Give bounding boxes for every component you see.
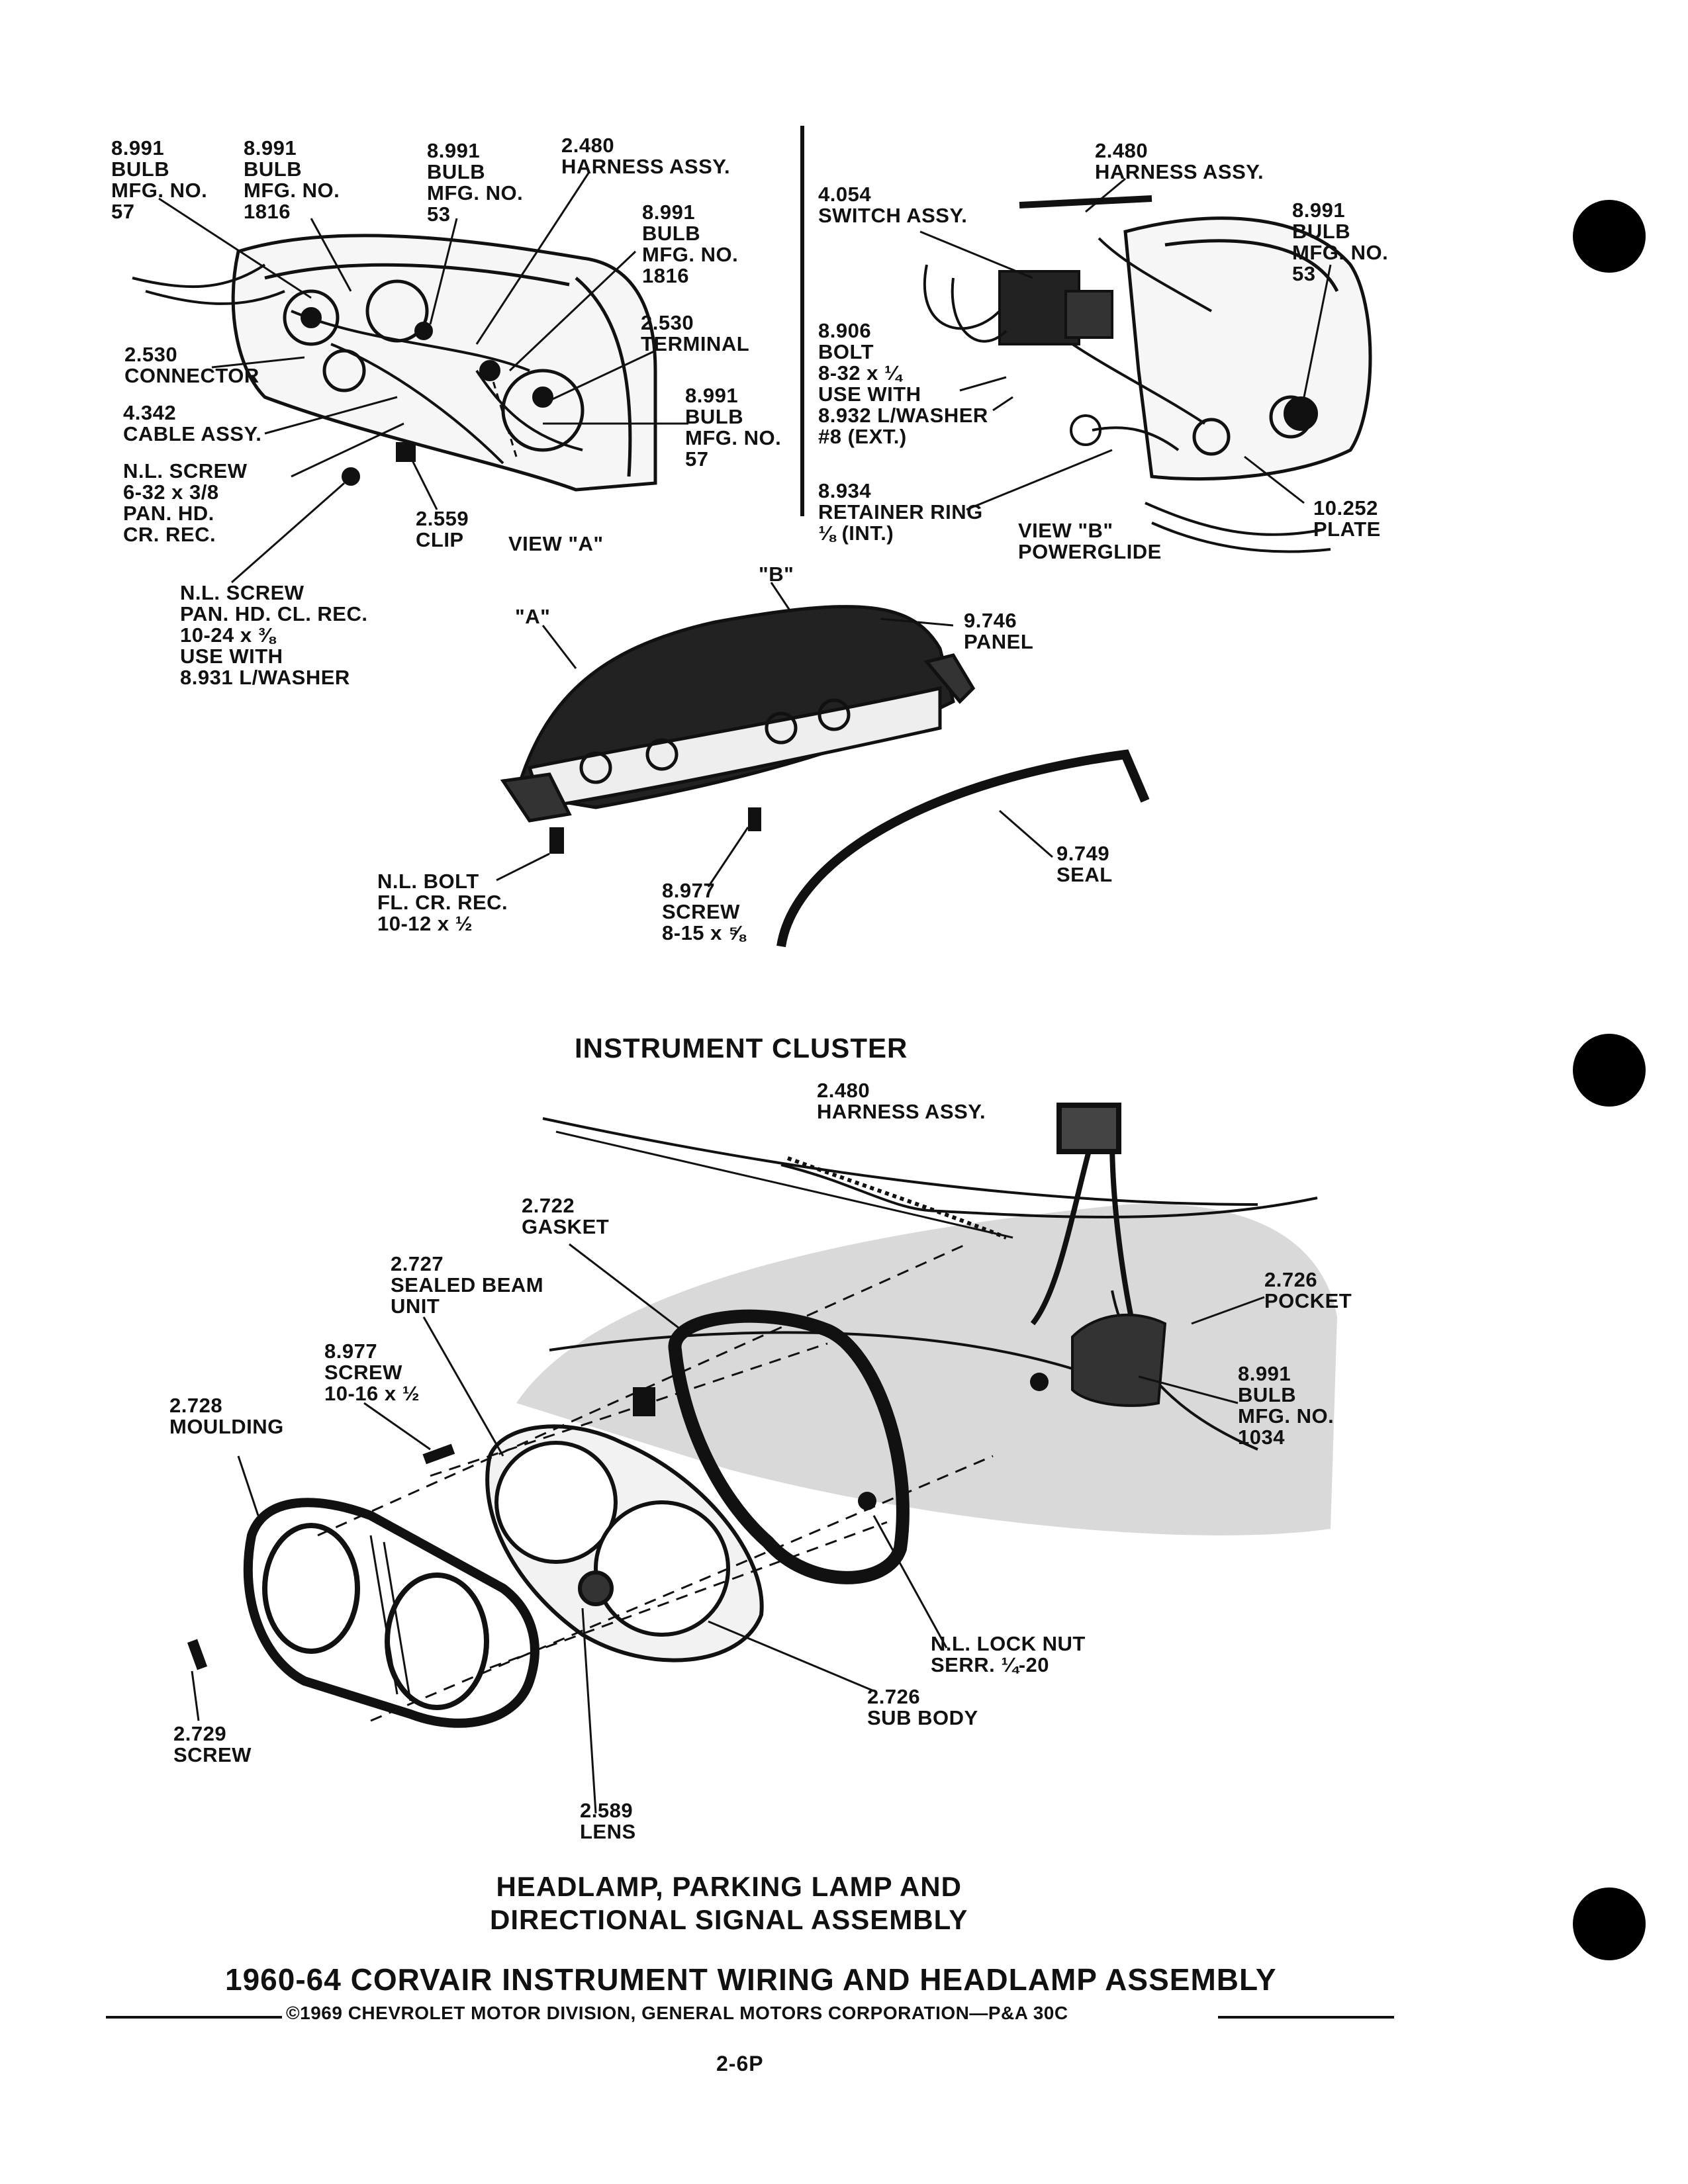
label-screw-8977-panel: 8.977 SCREW 8-15 x ⅝	[662, 879, 746, 944]
label-nl-screw-view-a: N.L. SCREW 6-32 x 3/8 PAN. HD. CR. REC.	[123, 459, 248, 546]
label-screw-8977-headlamp: 8.977 SCREW 10-16 x ½	[324, 1340, 420, 1405]
seal-strip	[776, 749, 1150, 948]
marker-b: "B"	[759, 563, 794, 586]
label-pocket: 2.726 POCKET	[1264, 1268, 1352, 1312]
instrument-cluster-title: INSTRUMENT CLUSTER	[575, 1032, 908, 1064]
label-bulb-57-b: 8.991 BULB MFG. NO. 57	[685, 384, 782, 471]
label-terminal: 2.530 TERMINAL	[641, 311, 750, 355]
view-a-wires	[132, 263, 583, 486]
label-nl-bolt: N.L. BOLT FL. CR. REC. 10-12 x ½	[377, 870, 508, 935]
label-switch-assy: 4.054 SWITCH ASSY.	[818, 183, 968, 227]
registration-dot-middle	[1573, 1034, 1646, 1107]
view-b-switch	[923, 195, 1331, 553]
copyright-line: ©1969 CHEVROLET MOTOR DIVISION, GENERAL …	[286, 2003, 1068, 2023]
label-gasket: 2.722 GASKET	[522, 1194, 610, 1238]
headlamp-hardware	[187, 1373, 1049, 1670]
instrument-panel	[500, 605, 976, 823]
label-cable-assy: 4.342 CABLE ASSY.	[123, 401, 262, 445]
label-sub-body: 2.726 SUB BODY	[867, 1685, 978, 1729]
label-bulb-1034: 8.991 BULB MFG. NO. 1034	[1238, 1362, 1335, 1449]
label-panel: 9.746 PANEL	[964, 609, 1034, 653]
label-sealed-beam: 2.727 SEALED BEAM UNIT	[391, 1252, 544, 1318]
label-connector: 2.530 CONNECTOR	[124, 343, 259, 387]
footer-rule-right	[1218, 2016, 1394, 2019]
pocket	[1071, 1313, 1167, 1407]
label-bulb-53-view-a: 8.991 BULB MFG. NO. 53	[427, 139, 524, 226]
label-lock-nut: N.L. LOCK NUT SERR. ¼-20	[931, 1632, 1086, 1676]
panel-hardware	[549, 807, 761, 854]
headlamp-leaders	[191, 1130, 1265, 1814]
view-a-caption: VIEW "A"	[508, 532, 604, 555]
view-b-caption: VIEW "B" POWERGLIDE	[1018, 519, 1162, 563]
fender-body	[516, 1204, 1337, 1535]
headlamp-title: HEADLAMP, PARKING LAMP AND DIRECTIONAL S…	[490, 1870, 968, 1936]
label-harness-view-a: 2.480 HARNESS ASSY.	[561, 134, 731, 178]
label-nl-screw-pan: N.L. SCREW PAN. HD. CL. REC. 10-24 x ⅜ U…	[180, 581, 368, 689]
label-bulb-53-view-b: 8.991 BULB MFG. NO. 53	[1292, 199, 1389, 285]
label-bulb-57-top: 8.991 BULB MFG. NO. 57	[111, 136, 208, 223]
label-harness-view-b: 2.480 HARNESS ASSY.	[1095, 139, 1264, 183]
headlamp-dashes	[317, 1243, 994, 1722]
view-b-leaders	[919, 177, 1332, 511]
moulding	[243, 1498, 539, 1728]
main-title: 1960-64 CORVAIR INSTRUMENT WIRING AND HE…	[225, 1962, 1277, 1997]
panel-leaders	[496, 582, 1053, 887]
moulding-grille	[369, 1535, 412, 1702]
registration-dot-top	[1573, 200, 1646, 273]
label-clip: 2.559 CLIP	[416, 507, 469, 551]
label-bulb-1816-b: 8.991 BULB MFG. NO. 1816	[642, 201, 739, 287]
view-a-leaders	[158, 171, 688, 584]
label-screw-2729: 2.729 SCREW	[173, 1722, 252, 1766]
view-a-housing	[231, 234, 657, 492]
label-harness-headlamp: 2.480 HARNESS ASSY.	[817, 1079, 986, 1123]
headlamp-title-line-2: DIRECTIONAL SIGNAL ASSEMBLY	[490, 1904, 968, 1935]
sub-body	[485, 1424, 764, 1662]
headlamp-title-line-1: HEADLAMP, PARKING LAMP AND	[496, 1871, 962, 1902]
label-bulb-1816-a: 8.991 BULB MFG. NO. 1816	[244, 136, 340, 223]
registration-dot-bottom	[1573, 1888, 1646, 1960]
page-number: 2-6P	[716, 2052, 764, 2075]
footer-rule-left	[106, 2016, 282, 2019]
label-seal: 9.749 SEAL	[1056, 842, 1113, 886]
label-plate: 10.252 PLATE	[1313, 496, 1381, 541]
label-bolt: 8.906 BOLT 8-32 x ¼ USE WITH 8.932 L/WAS…	[818, 319, 988, 448]
label-lens: 2.589 LENS	[580, 1799, 636, 1843]
marker-a: "A"	[515, 605, 551, 628]
label-retainer-ring: 8.934 RETAINER RING ⅛ (INT.)	[818, 479, 983, 545]
gasket	[668, 1309, 910, 1584]
label-moulding: 2.728 MOULDING	[169, 1394, 284, 1438]
